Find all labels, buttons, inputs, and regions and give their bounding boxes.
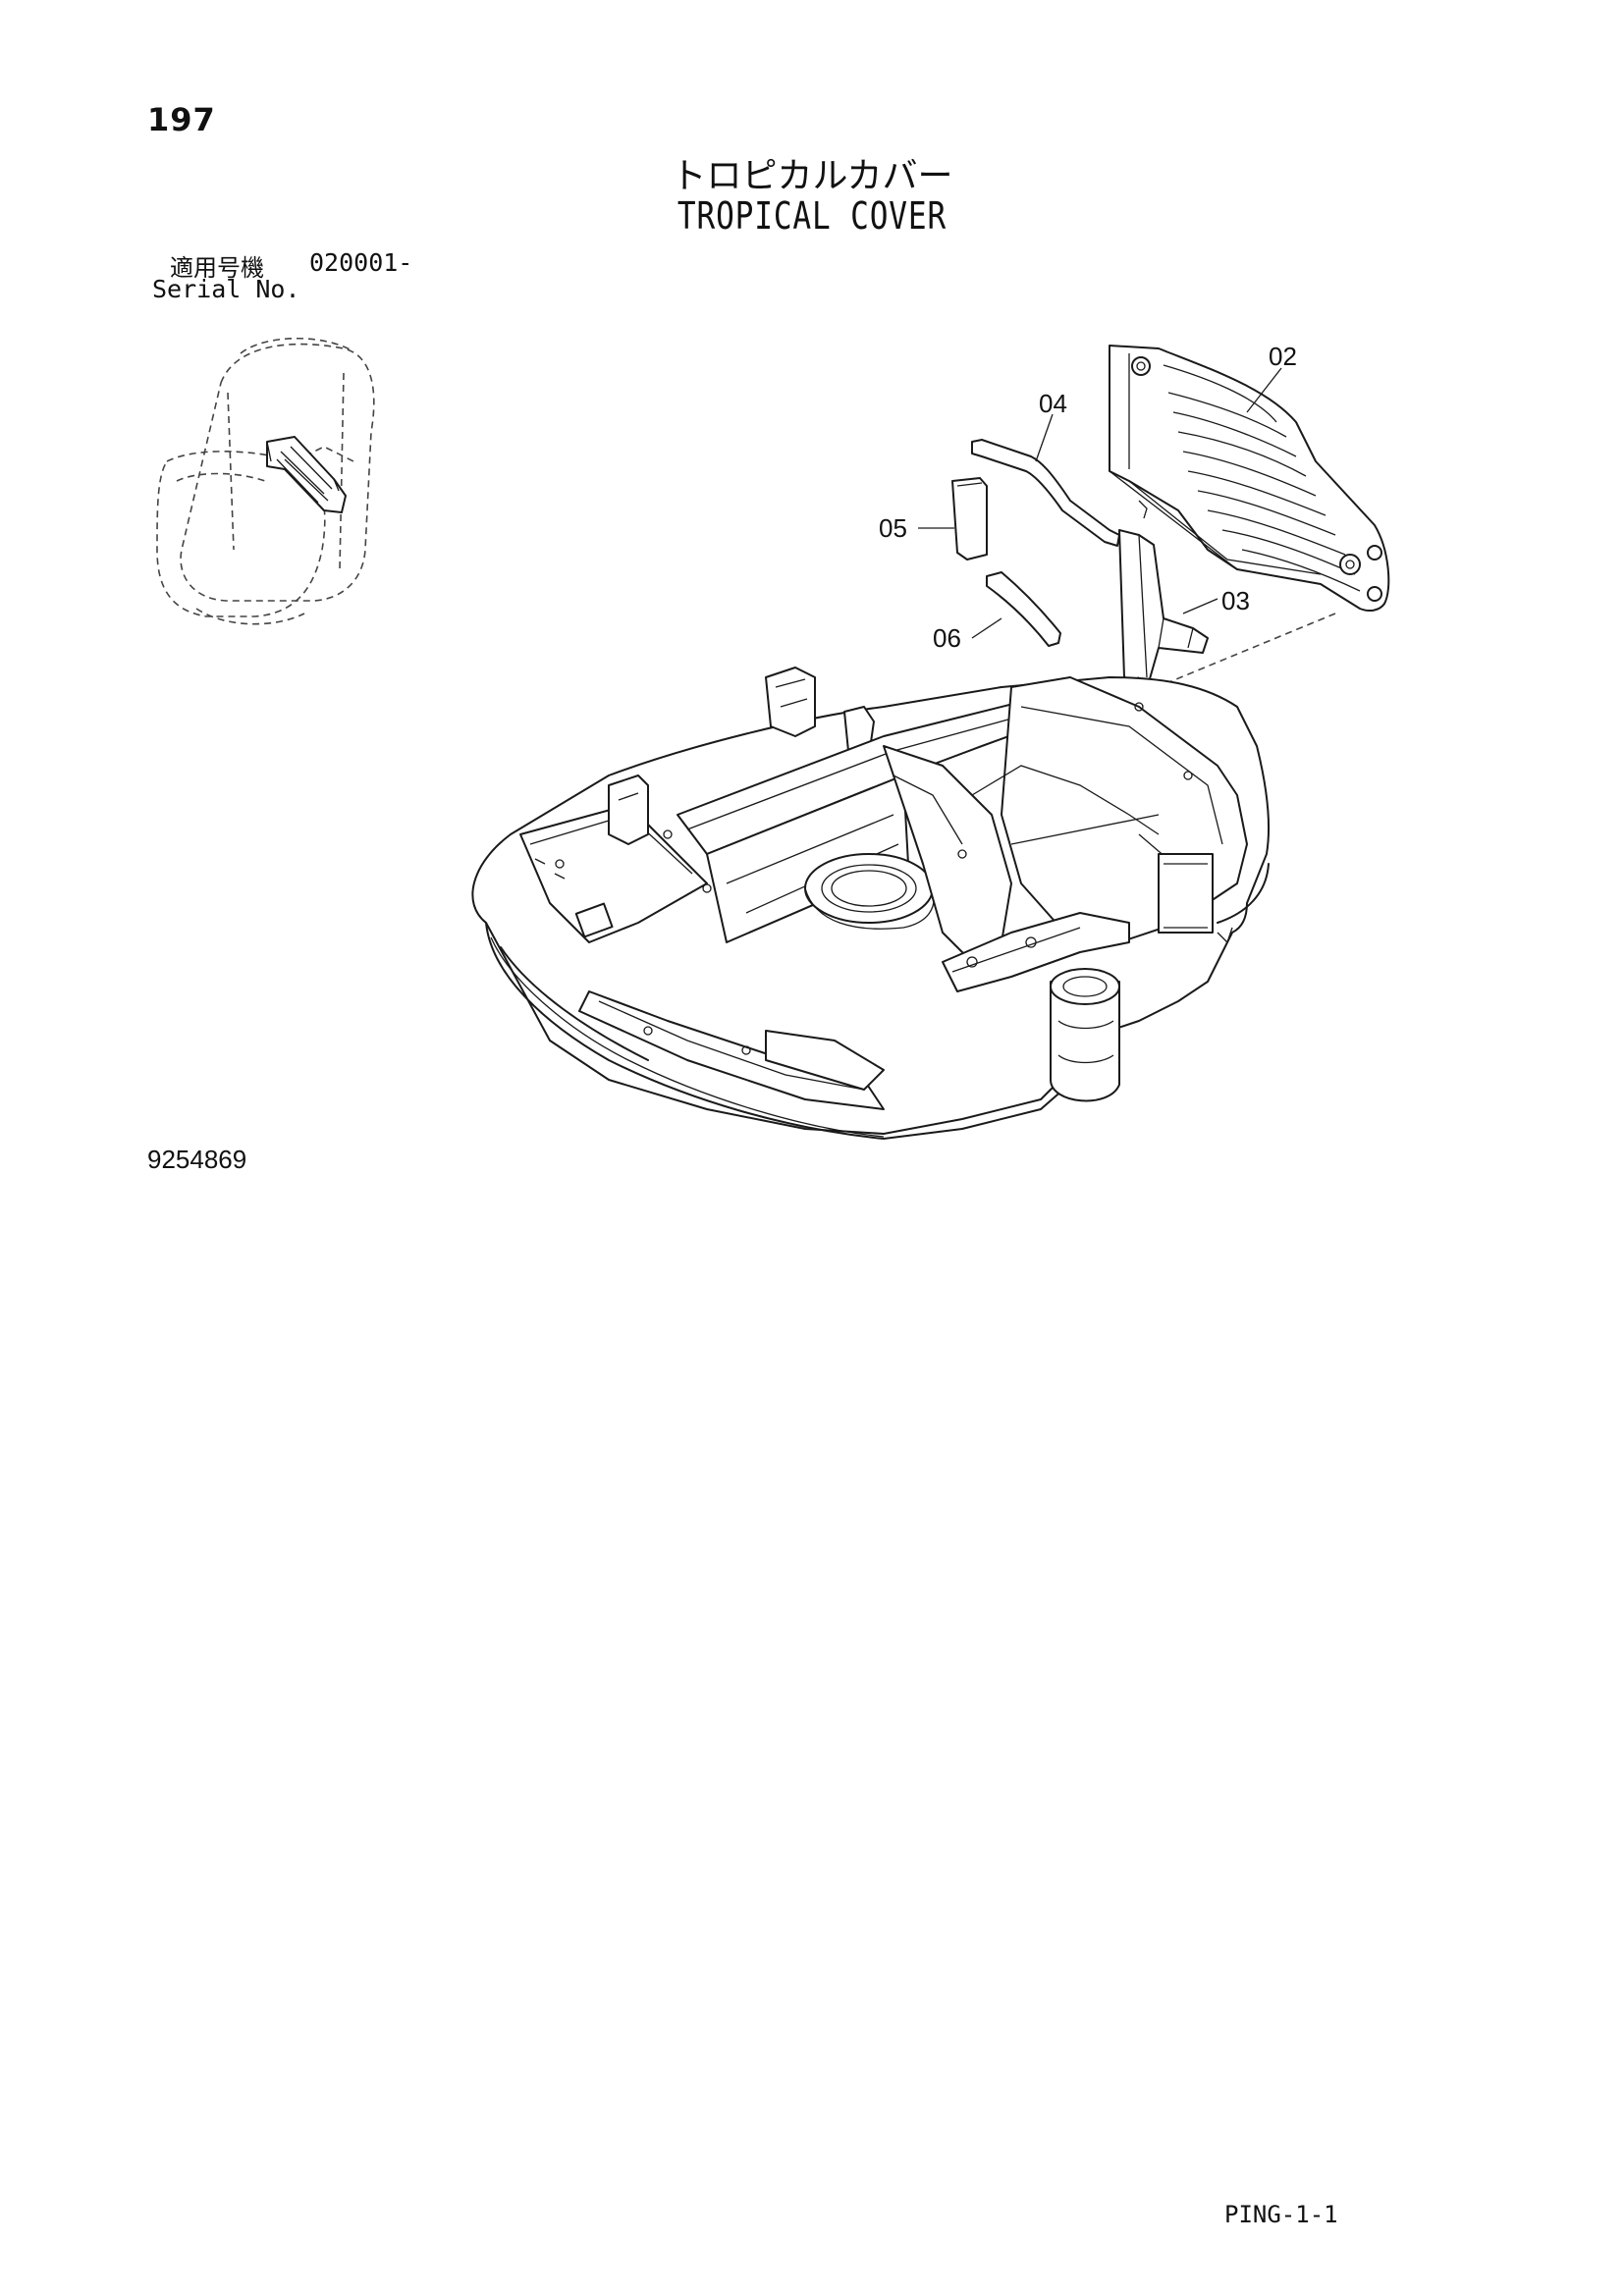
drawing-number: 9254869: [147, 1145, 247, 1174]
serial-number-range: 020001-: [309, 248, 413, 277]
page-code: PING-1-1: [1224, 2201, 1338, 2228]
callout-03: 03: [1221, 586, 1250, 615]
serial-label-english: Serial No.: [152, 275, 300, 303]
page-title-english: TROPICAL COVER: [677, 194, 947, 238]
callout-06: 06: [933, 623, 961, 653]
tropical-cover-part-03-icon: [1118, 529, 1209, 683]
callout-02: 02: [1269, 342, 1297, 371]
page-number: 197: [147, 101, 216, 138]
machine-location-thumbnail-icon: [156, 337, 375, 625]
callout-05: 05: [879, 513, 907, 543]
callout-04: 04: [1039, 389, 1067, 418]
page-title-japanese: トロピカルカバー: [671, 156, 953, 196]
upper-frame-drawing-icon: [471, 667, 1270, 1140]
tropical-cover-part-05-icon: [951, 477, 988, 561]
serial-label-japanese: 適用号機: [170, 254, 264, 282]
tropical-cover-part-06-icon: [986, 571, 1061, 647]
tropical-cover-part-02-icon: [1109, 345, 1390, 613]
tropical-cover-part-04-icon: [971, 439, 1120, 547]
